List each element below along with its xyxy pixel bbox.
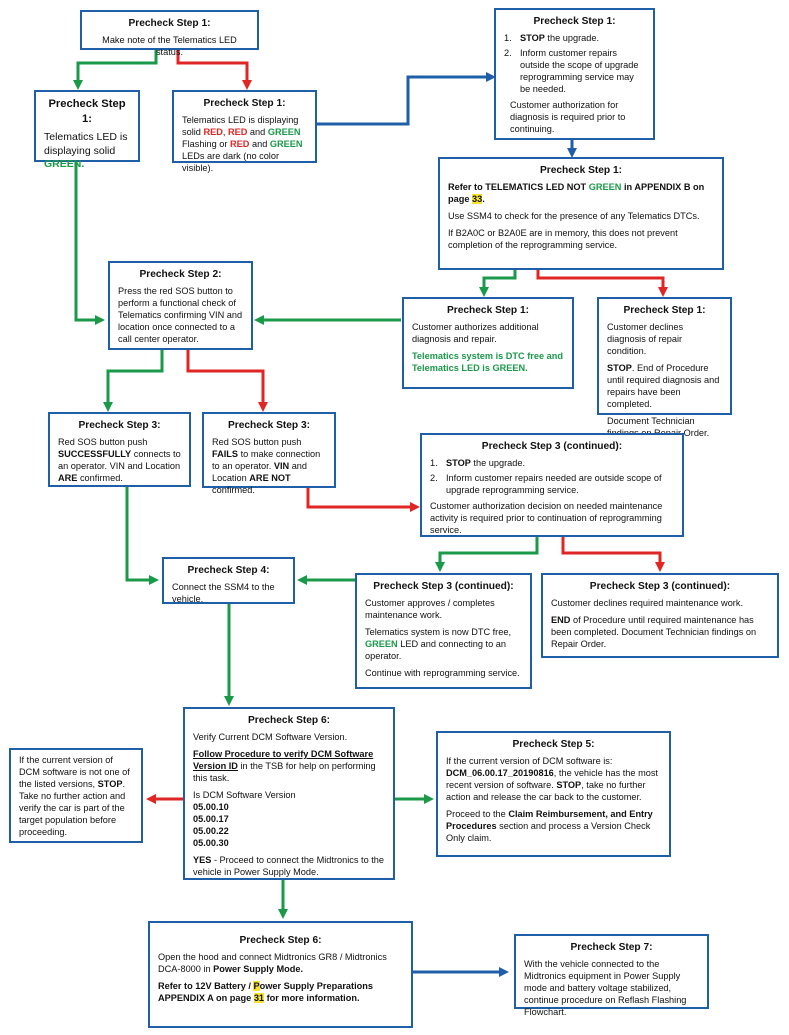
step5-box: Precheck Step 5: If the current version …	[436, 731, 671, 857]
step1-stop-box: Precheck Step 1: 1.STOP the upgrade. 2.I…	[494, 8, 655, 140]
step6-procedure: Follow Procedure to verify DCM Software …	[193, 749, 376, 784]
step1-refer-p2: Use SSM4 to check for the presence of an…	[448, 211, 700, 222]
step1-stop-item2: 2.Inform customer repairs outside the sc…	[504, 48, 639, 95]
arrow-s1-green	[73, 50, 158, 90]
step3-approve-title: Precheck Step 3 (continued):	[373, 581, 514, 592]
step6-version: 05.00.30	[193, 837, 229, 848]
step1-refer-title: Precheck Step 1:	[539, 165, 623, 176]
step7-title: Precheck Step 7:	[570, 942, 653, 953]
arrow-s3c-red	[561, 537, 665, 572]
step6-yes: YES - Proceed to connect the Midtronics …	[193, 854, 385, 877]
step1-authorize-p2: Telematics system is DTC free and Telema…	[412, 351, 563, 374]
step1-decline-p2: STOP. End of Procedure until required di…	[607, 363, 720, 409]
step1-red-title: Precheck Step 1:	[203, 98, 286, 109]
step1-stop-title: Precheck Step 1:	[533, 16, 616, 27]
step4-text: Connect the SSM4 to the vehicle.	[172, 582, 275, 605]
step2-title: Precheck Step 2:	[139, 269, 222, 280]
step1-decline-p3: Document Technician findings on Repair O…	[607, 415, 710, 438]
step3-continued-title: Precheck Step 3 (continued):	[481, 441, 623, 452]
step5-p1: If the current version of DCM software i…	[446, 756, 658, 803]
step3-success-title: Precheck Step 3:	[78, 420, 161, 431]
step3-fail-box: Precheck Step 3: Red SOS button push FAI…	[202, 412, 336, 495]
step3-decline-p2: END of Procedure until required maintena…	[551, 615, 757, 650]
step3-continued-item2: 2.Inform customer repairs needed are out…	[430, 473, 662, 496]
step6-question: Is DCM Software Version	[193, 790, 296, 801]
step1-authorize-title: Precheck Step 1:	[446, 305, 530, 316]
arrow-s2-green	[103, 350, 164, 412]
step1-box: Precheck Step 1: Make note of the Telema…	[80, 10, 259, 57]
step6-midtronics-p1: Open the hood and connect Midtronics GR8…	[158, 952, 387, 975]
step3-fail-text: Red SOS button push FAILS to make connec…	[212, 437, 321, 496]
step4-title: Precheck Step 4:	[187, 565, 270, 576]
step7-box: Precheck Step 7: With the vehicle connec…	[514, 934, 709, 1017]
arrow-ref-red	[536, 270, 668, 297]
step2-box: Precheck Step 2: Press the red SOS butto…	[108, 261, 253, 350]
step7-text: With the vehicle connected to the Midtro…	[524, 959, 687, 1018]
step3-decline-box: Precheck Step 3 (continued): Customer de…	[541, 573, 779, 658]
step1-red-box: Precheck Step 1: Telematics LED is displ…	[172, 90, 317, 173]
step3-fail-title: Precheck Step 3:	[227, 420, 311, 431]
step1-decline-p1: Customer declines diagnosis of repair co…	[607, 322, 684, 357]
arrow-s2-red	[186, 350, 268, 412]
step1-refer-p3: If B2A0C or B2A0E are in memory, this do…	[448, 228, 678, 251]
step3-approve-p3: Continue with reprogramming service.	[365, 668, 520, 679]
arrow-s3c-green	[435, 537, 539, 572]
step6-box: Precheck Step 6: Verify Current DCM Soft…	[183, 707, 395, 880]
step6-p1: Verify Current DCM Software Version.	[193, 732, 348, 743]
step6-midtronics-p2: Refer to 12V Battery / Power Supply Prep…	[158, 981, 373, 1004]
version-not-listed-text: If the current version of DCM software i…	[19, 755, 130, 837]
step3-success-text: Red SOS button push SUCCESSFULLY connect…	[58, 437, 181, 484]
step5-p2: Proceed to the Claim Reimbursement, and …	[446, 809, 653, 843]
step6-version: 05.00.22	[193, 825, 229, 836]
step1-authorize-p1: Customer authorizes additional diagnosis…	[412, 322, 539, 345]
step1-green-title: Precheck Step 1:	[48, 98, 126, 125]
arrow-s1a-s2	[74, 161, 105, 325]
step3-approve-box: Precheck Step 3 (continued): Customer ap…	[355, 573, 532, 689]
step2-text: Press the red SOS button to perform a fu…	[118, 286, 243, 345]
step3-success-box: Precheck Step 3: Red SOS button push SUC…	[48, 412, 191, 487]
step6-midtronics-box: Precheck Step 6: Open the hood and conne…	[148, 921, 413, 1028]
step3-approve-p1: Customer approves / completes maintenanc…	[365, 598, 495, 621]
step3-continued-box: Precheck Step 3 (continued): 1.STOP the …	[420, 433, 684, 537]
step1-decline-box: Precheck Step 1: Customer declines diagn…	[597, 297, 732, 438]
arrow-s1b-blue	[317, 72, 496, 126]
step4-box: Precheck Step 4: Connect the SSM4 to the…	[162, 557, 295, 604]
arrow-s1-red	[176, 50, 252, 90]
step1-refer-box: Precheck Step 1: Refer to TELEMATICS LED…	[438, 157, 724, 270]
step3-approve-p2: Telematics system is now DTC free, GREEN…	[365, 627, 512, 662]
step3-continued-para: Customer authorization decision on neede…	[430, 501, 663, 536]
step3-continued-item1: 1.STOP the upgrade.	[430, 458, 526, 469]
step1-title: Precheck Step 1:	[128, 18, 211, 29]
step3-decline-title: Precheck Step 3 (continued):	[589, 581, 731, 592]
step1-red-text: Telematics LED is displaying solid RED, …	[182, 115, 303, 174]
step1-stop-list: 1.STOP the upgrade.	[504, 33, 600, 44]
step1-text: Make note of the Telematics LED status.	[102, 35, 237, 58]
step1-authorize-box: Precheck Step 1: Customer authorizes add…	[402, 297, 574, 389]
step6-version: 05.00.17	[193, 813, 229, 824]
version-not-listed-box: If the current version of DCM software i…	[9, 748, 143, 843]
step1-refer-line: Refer to TELEMATICS LED NOT GREEN in APP…	[448, 182, 705, 205]
arrow-ref-green	[479, 270, 517, 297]
step1-decline-title: Precheck Step 1:	[623, 305, 706, 316]
step6-title: Precheck Step 6:	[247, 715, 331, 726]
arrow-fail-s3c	[306, 488, 420, 512]
step1-stop-para: Customer authorization for diagnosis is …	[510, 100, 626, 134]
step6-version-list: 05.00.10 05.00.17 05.00.22 05.00.30	[193, 802, 385, 850]
arrow-ok-s4	[125, 487, 159, 585]
step6-midtronics-title: Precheck Step 6:	[239, 935, 322, 946]
step5-title: Precheck Step 5:	[512, 739, 595, 750]
step6-version: 05.00.10	[193, 802, 229, 813]
step3-decline-p1: Customer declines required maintenance w…	[551, 598, 744, 609]
